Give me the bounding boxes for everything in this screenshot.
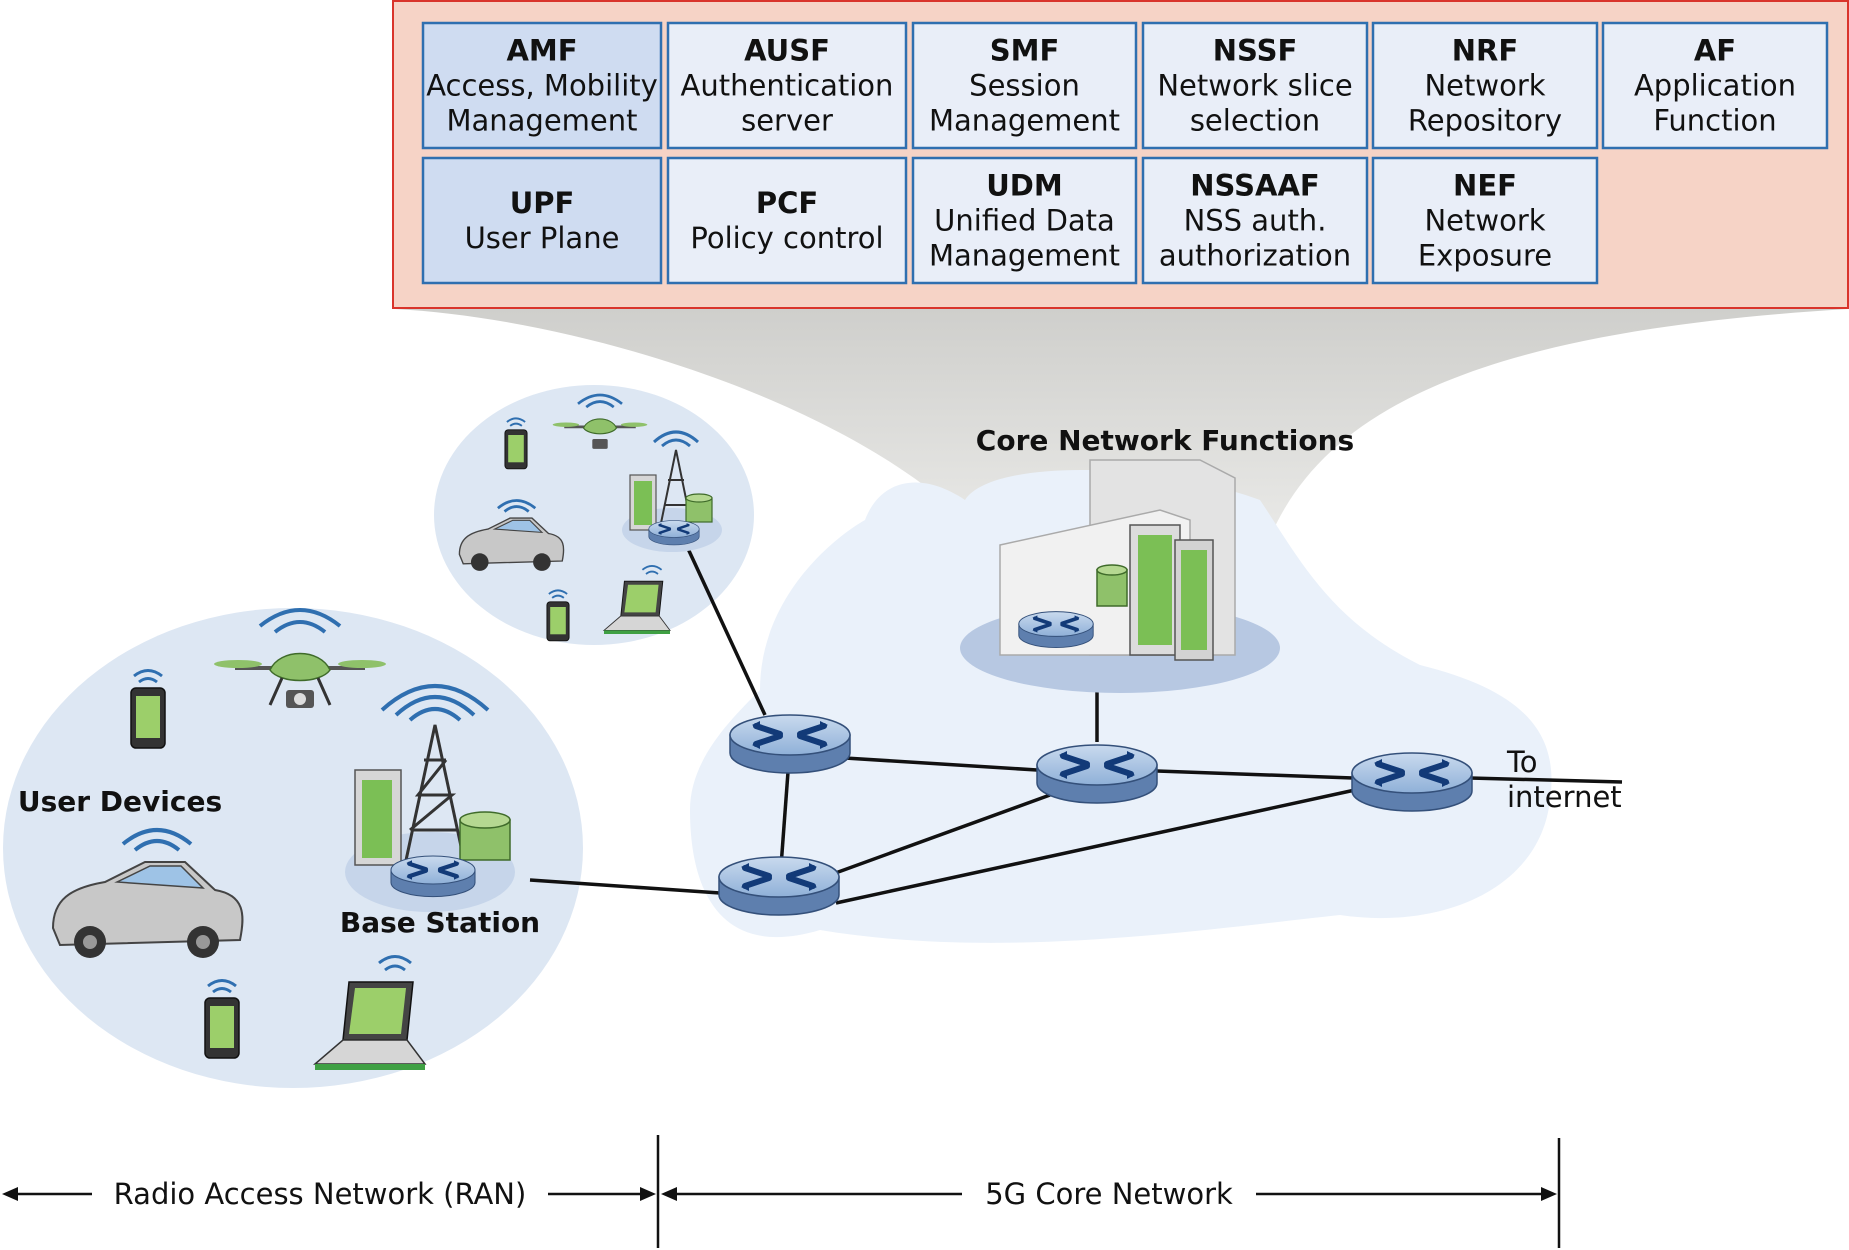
nf-description-label: User Plane bbox=[465, 221, 620, 255]
nf-box-ausf bbox=[666, 21, 908, 150]
nf-box-nrf bbox=[1371, 21, 1599, 150]
core-datacenter bbox=[960, 459, 1280, 693]
nf-box-nssaaf bbox=[1141, 156, 1369, 285]
nf-abbr-label: NSSF bbox=[1213, 34, 1298, 68]
nf-abbr-label: NSSAAF bbox=[1190, 169, 1319, 203]
nf-description-label: Network bbox=[1424, 204, 1545, 238]
router-2 bbox=[719, 857, 839, 915]
nf-description-label: Management bbox=[929, 239, 1120, 273]
link-r1-to-r3 bbox=[844, 756, 1038, 772]
drone-icon bbox=[214, 608, 386, 708]
nf-box-upf bbox=[421, 156, 663, 285]
nf-box-af bbox=[1601, 21, 1829, 150]
nf-abbr-label: UDM bbox=[986, 169, 1062, 203]
nf-abbr-label: UPF bbox=[510, 186, 575, 220]
span-axis: Radio Access Network (RAN) 5G Core Netwo… bbox=[2, 1135, 1561, 1248]
nf-box-udm bbox=[911, 156, 1138, 285]
arrow-right-icon bbox=[640, 1187, 656, 1201]
user-devices-label: User Devices bbox=[18, 785, 222, 818]
storage-cylinder bbox=[1096, 569, 1128, 607]
link-small-bs-to-r1 bbox=[682, 539, 767, 716]
car-icon bbox=[51, 828, 244, 958]
nf-description-label: Network slice bbox=[1157, 69, 1352, 103]
link-bs-to-r2 bbox=[529, 878, 721, 895]
nf-abbr-label: AF bbox=[1694, 34, 1736, 68]
link-r2-to-r4 bbox=[835, 788, 1356, 905]
nf-box-nssf bbox=[1141, 21, 1369, 150]
nf-description-label: Access, Mobility bbox=[426, 69, 658, 103]
arrow-right-icon bbox=[1541, 1187, 1557, 1201]
nf-description-label: Exposure bbox=[1418, 239, 1552, 273]
nf-description-label: Management bbox=[929, 104, 1120, 138]
base-station-small bbox=[622, 430, 722, 552]
ran-label: Radio Access Network (RAN) bbox=[114, 1177, 527, 1211]
nf-abbr-label: NRF bbox=[1452, 34, 1518, 68]
nf-box-pcf bbox=[666, 156, 908, 285]
nf-box-smf bbox=[911, 21, 1138, 150]
router-4 bbox=[1352, 753, 1472, 811]
core-functions-label: Core Network Functions bbox=[976, 424, 1354, 457]
nf-abbr-label: AUSF bbox=[744, 34, 830, 68]
link-r4-to-internet bbox=[1469, 776, 1623, 784]
nf-description-label: Application bbox=[1634, 69, 1796, 103]
router-3 bbox=[1037, 745, 1157, 803]
bs-signal-icon bbox=[380, 684, 490, 722]
base-station bbox=[345, 684, 515, 912]
nf-description-label: Network bbox=[1424, 69, 1545, 103]
nf-description-label: server bbox=[741, 104, 833, 138]
nf-abbr-label: NEF bbox=[1453, 169, 1517, 203]
nf-box-nef bbox=[1371, 156, 1599, 285]
drone-icon bbox=[552, 393, 648, 449]
arrow-left-icon bbox=[2, 1187, 18, 1201]
link-r3-to-r4 bbox=[1156, 769, 1354, 780]
arrow-left-icon bbox=[661, 1187, 677, 1201]
core-network-label: 5G Core Network bbox=[985, 1177, 1233, 1211]
nf-abbr-label: SMF bbox=[990, 34, 1060, 68]
zoom-funnel bbox=[395, 309, 1848, 560]
nf-description-label: NSS auth. bbox=[1184, 204, 1327, 238]
nf-description-label: Management bbox=[446, 104, 637, 138]
nf-description-label: selection bbox=[1190, 104, 1320, 138]
nf-description-label: authorization bbox=[1159, 239, 1351, 273]
nf-abbr-label: PCF bbox=[756, 186, 818, 220]
base-station-label: Base Station bbox=[340, 906, 540, 939]
to-internet-label-line2: internet bbox=[1507, 780, 1622, 814]
nf-description-label: Policy control bbox=[690, 221, 883, 255]
core-network-cloud bbox=[690, 470, 1552, 943]
nf-box-amf bbox=[421, 21, 663, 150]
car-icon bbox=[458, 499, 565, 571]
nf-description-label: Session bbox=[969, 69, 1080, 103]
nf-description-label: Authentication bbox=[681, 69, 894, 103]
nf-abbr-label: AMF bbox=[506, 34, 577, 68]
nf-description-label: Function bbox=[1653, 104, 1776, 138]
link-r2-to-r3 bbox=[829, 793, 1051, 877]
bs-tower bbox=[403, 724, 467, 866]
nf-description-label: Repository bbox=[1408, 104, 1562, 138]
to-internet-label-line1: To bbox=[1506, 745, 1538, 779]
nf-description-label: Unified Data bbox=[934, 204, 1115, 238]
router-1 bbox=[730, 715, 850, 773]
